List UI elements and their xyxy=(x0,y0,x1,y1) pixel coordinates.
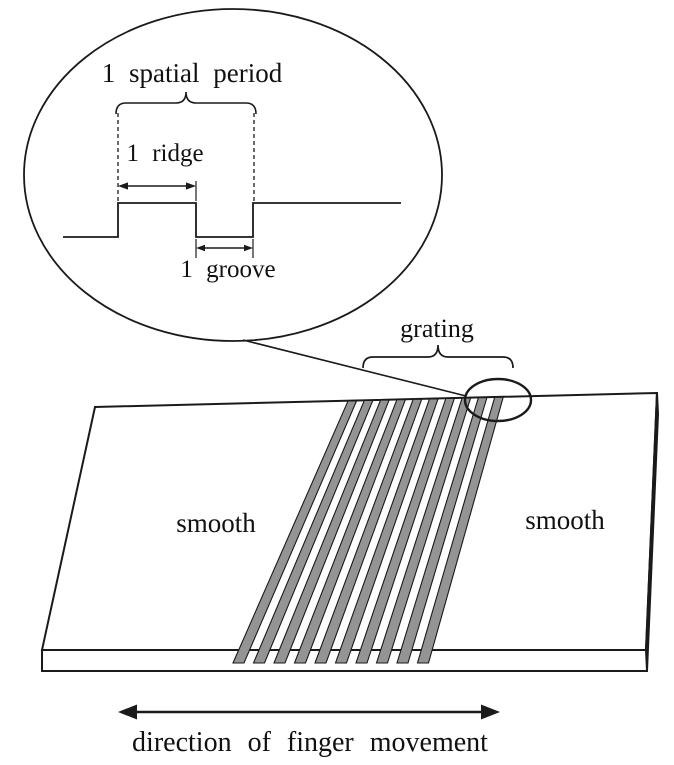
grating-ridge xyxy=(314,398,423,664)
smooth-label-right: smooth xyxy=(525,505,605,535)
ridge-label: 1 ridge xyxy=(126,140,203,167)
groove-arrowhead-left xyxy=(196,244,205,252)
direction-arrowhead-left xyxy=(118,704,137,720)
groove-label: 1 groove xyxy=(180,256,275,283)
direction-label: direction of finger movement xyxy=(132,727,488,758)
direction-arrowhead-right xyxy=(481,704,500,720)
smooth-label-left: smooth xyxy=(176,508,256,538)
grating-label: grating xyxy=(400,314,474,343)
ridge-arrowhead-right xyxy=(186,182,196,190)
wave-profile xyxy=(63,202,401,238)
grating-brace xyxy=(362,344,514,369)
grating-ridge xyxy=(334,398,439,664)
zoom-ellipse xyxy=(23,8,443,342)
grating-ridge xyxy=(232,400,358,664)
grating-ridge xyxy=(273,399,390,664)
ridge-dimension-arrow xyxy=(118,182,196,190)
groove-dimension-arrow xyxy=(196,244,253,252)
grating-ridge xyxy=(252,399,374,664)
groove-arrowhead-right xyxy=(244,244,253,252)
ink-group xyxy=(23,8,660,720)
grating-ridge xyxy=(355,397,456,664)
direction-arrow xyxy=(118,704,500,720)
ridge-arrowhead-left xyxy=(118,182,128,190)
grating-ridge xyxy=(416,396,504,664)
spatial-period-label: 1 spatial period xyxy=(102,58,283,88)
detail-circle xyxy=(463,377,533,423)
grating-ridge xyxy=(396,397,488,664)
grating-ridge xyxy=(293,399,407,664)
grating-ridges xyxy=(232,396,504,664)
spatial-period-brace xyxy=(115,91,257,115)
grating-ridge xyxy=(375,397,472,664)
connector-line xyxy=(242,339,467,397)
